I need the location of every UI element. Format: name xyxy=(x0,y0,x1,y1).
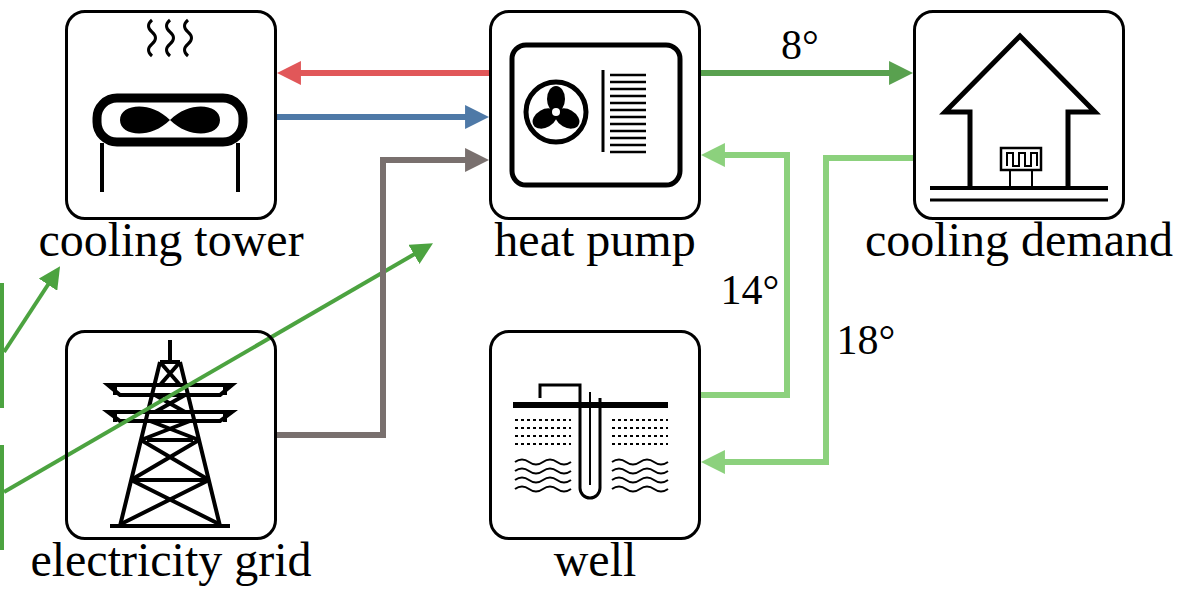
component-label: cooling tower xyxy=(38,216,303,264)
component-box: cooling tower xyxy=(65,10,277,220)
heat-pump-icon xyxy=(512,45,680,185)
house-icon xyxy=(930,199,1108,202)
temperature-label: 14° xyxy=(719,269,782,311)
pylon-icon xyxy=(155,362,185,412)
component-box: cooling demand xyxy=(913,10,1125,220)
well-icon xyxy=(515,460,571,492)
cooling-tower-icon xyxy=(97,98,243,142)
house-icon xyxy=(1007,153,1037,166)
component-box: heat pump xyxy=(489,10,701,220)
temperature-label: 18° xyxy=(835,319,898,361)
temperature-label: 8° xyxy=(779,24,821,66)
well-icon xyxy=(589,392,591,485)
well-icon xyxy=(612,460,668,492)
component-box: well xyxy=(489,330,701,540)
pylon-icon xyxy=(108,340,232,526)
heat-pump-icon xyxy=(602,70,605,152)
heat-pump-icon xyxy=(512,45,680,185)
component-label: electricity grid xyxy=(30,536,311,584)
house-icon xyxy=(1001,148,1041,170)
house-icon xyxy=(930,36,1108,200)
cooling-tower-icon xyxy=(100,143,104,192)
pylon-icon xyxy=(121,421,219,524)
cooling-tower-icon xyxy=(236,143,240,192)
house-icon xyxy=(1009,170,1011,188)
cooling-tower-icon xyxy=(185,20,192,56)
house-icon xyxy=(930,186,1108,190)
annotation-leader xyxy=(2,248,425,550)
flow-arrow xyxy=(711,158,913,462)
component-label: heat pump xyxy=(494,216,695,264)
component-label: cooling demand xyxy=(865,216,1173,264)
flow-arrow xyxy=(701,70,903,76)
flow-arrow xyxy=(287,70,489,76)
heat-pump-icon xyxy=(610,75,646,152)
heat-pump-icon xyxy=(526,82,586,142)
annotation-leader xyxy=(0,445,4,550)
well-icon xyxy=(513,385,668,498)
component-box: electricity grid xyxy=(65,330,277,540)
pylon-icon xyxy=(168,340,172,362)
well-icon xyxy=(515,420,668,444)
heat-pump-icon xyxy=(552,108,560,116)
component-label: well xyxy=(554,536,637,584)
annotation-leader xyxy=(0,283,4,408)
annotation-leader xyxy=(4,274,55,352)
cooling-tower-icon xyxy=(149,20,156,56)
flow-arrow xyxy=(701,155,787,395)
flow-arrow xyxy=(277,160,479,435)
cooling-tower-icon xyxy=(167,20,174,56)
cooling-tower-icon xyxy=(120,106,220,133)
cooling-tower-icon xyxy=(97,20,243,192)
heat-pump-icon xyxy=(529,104,561,133)
house-icon xyxy=(1031,170,1033,188)
heat-pump-icon xyxy=(529,86,583,133)
flow-arrow xyxy=(277,114,479,120)
house-icon xyxy=(945,36,1095,188)
